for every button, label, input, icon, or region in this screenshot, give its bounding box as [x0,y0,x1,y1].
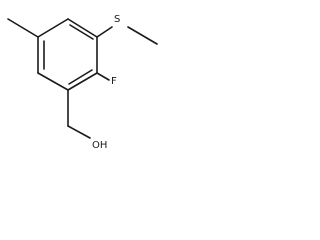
ring-bond-bottom-left [37,72,69,91]
ring-bond-top-left [37,18,69,38]
ring-double-bond-bottom-right [68,69,93,85]
methylene-to-oxygen-bond [67,125,91,139]
sulfur-to-methyl-bond [127,26,158,45]
ring-bond-top-right [67,18,98,38]
ring-to-sulfur-bond [96,26,113,38]
benzene-ring [37,18,98,91]
fluorine-atom-label: F [111,76,117,87]
sulfur-atom-label: S [114,14,120,25]
ring-double-bond-top-right [69,24,94,40]
methyl-bond [7,18,39,38]
ring-to-fluorine-bond [96,72,110,81]
chemical-structure-diagram: S F OH [7,14,158,151]
ring-bond-bottom-right [67,72,98,91]
hydroxyl-label: OH [92,140,107,151]
